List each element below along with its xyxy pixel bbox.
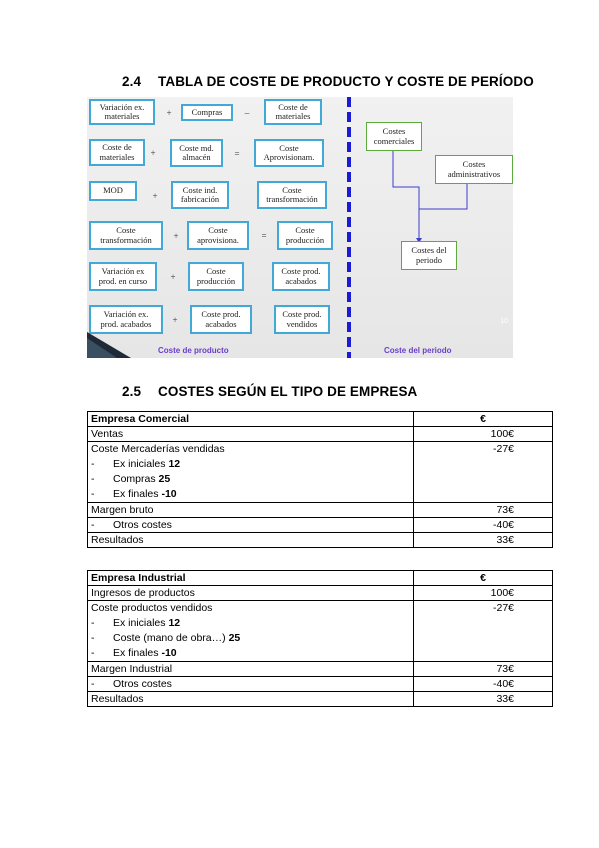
table-row: Resultados 33€ (87, 691, 553, 707)
coste-label: Coste productos vendidos (91, 602, 213, 614)
operator-plus: + (173, 231, 179, 241)
row-value: -40€ (413, 517, 553, 533)
list-item: -Ex iniciales 12 (91, 458, 181, 470)
header-cell: Empresa Industrial (87, 570, 414, 586)
table-row: Margen Industrial 73€ (87, 661, 553, 677)
box-coste-aprovisionamiento: Coste Aprovisionam. (254, 139, 324, 167)
operator-plus: + (150, 148, 156, 158)
connector-lines (392, 151, 468, 243)
table-row: Margen bruto 73€ (87, 502, 553, 518)
row-label: Ventas (87, 426, 414, 442)
row-value: 33€ (413, 532, 553, 548)
box-costes-comerciales: Costes comerciales (366, 122, 422, 151)
row-value: -40€ (413, 676, 553, 692)
list-item: -Ex iniciales 12 (91, 617, 181, 629)
box-coste-almacen: Coste md. almacén (170, 139, 223, 167)
operator-plus: + (152, 191, 158, 201)
caption-coste-producto: Coste de producto (158, 346, 229, 355)
row-value: 100€ (413, 426, 553, 442)
box-coste-prod-acabados: Coste prod. acabados (272, 262, 330, 291)
box-coste-produccion: Coste producción (277, 221, 333, 250)
box-coste-transformacion-2: Coste transformación (89, 221, 163, 250)
section-number: 2.4 (122, 74, 142, 89)
box-variacion-prod-acabados: Variación ex. prod. acabados (89, 305, 163, 334)
table-row: -Otros costes -40€ (87, 517, 553, 533)
list-item: -Coste (mano de obra…) 25 (91, 632, 241, 644)
table-row: Coste Mercaderías vendidas -Ex iniciales… (87, 441, 553, 503)
list-item: -Compras 25 (91, 473, 171, 485)
operator-minus: – (244, 108, 250, 118)
row-label: -Otros costes (87, 676, 414, 692)
table-row: -Otros costes -40€ (87, 676, 553, 692)
row-value: 73€ (413, 502, 553, 518)
box-coste-materiales-2: Coste de materiales (89, 139, 145, 166)
box-mod: MOD (89, 181, 137, 201)
box-costes-periodo: Costes del periodo (401, 241, 457, 270)
row-label: Resultados (87, 691, 414, 707)
table-row: Ventas 100€ (87, 426, 553, 442)
table-empresa-industrial: Empresa Industrial € Ingresos de product… (87, 570, 553, 707)
operator-plus: + (172, 315, 178, 325)
row-value: 100€ (413, 585, 553, 601)
header-currency: € (413, 411, 553, 427)
section-title: COSTES SEGÚN EL TIPO DE EMPRESA (158, 384, 418, 399)
row-value: 73€ (413, 661, 553, 677)
box-compras: Compras (181, 104, 233, 121)
row-label-group: Coste productos vendidos -Ex iniciales 1… (87, 600, 414, 662)
box-coste-transformacion: Coste transformación (257, 181, 327, 209)
operator-plus: + (170, 272, 176, 282)
section-2-4-heading: 2.4 TABLA DE COSTE DE PRODUCTO Y COSTE DE… (122, 74, 534, 89)
section-2-5-heading: 2.5 COSTES SEGÚN EL TIPO DE EMPRESA (122, 384, 417, 399)
table-empresa-comercial: Empresa Comercial € Ventas 100€ Coste Me… (87, 411, 553, 548)
row-value: -27€ (413, 600, 553, 662)
coste-label: Coste Mercaderías vendidas (91, 443, 225, 455)
box-coste-ind-fabricacion: Coste ind. fabricación (171, 181, 229, 209)
row-value: 33€ (413, 691, 553, 707)
operator-minus: = (261, 231, 267, 241)
row-label-group: Coste Mercaderías vendidas -Ex iniciales… (87, 441, 414, 503)
cost-slide: Variación ex. materiales + Compras – Cos… (87, 97, 513, 358)
list-item: -Ex finales -10 (91, 488, 177, 500)
section-title: TABLA DE COSTE DE PRODUCTO Y COSTE DE PE… (158, 74, 534, 89)
list-item: -Ex finales -10 (91, 647, 177, 659)
slide-number: 10 (500, 318, 508, 325)
table-row: Empresa Comercial € (87, 411, 553, 427)
box-coste-materiales: Coste de materiales (264, 99, 322, 125)
box-variacion-materiales: Variación ex. materiales (89, 99, 155, 125)
corner-decoration (87, 332, 131, 358)
header-currency: € (413, 570, 553, 586)
box-coste-prod-vendidos: Coste prod. vendidos (274, 305, 330, 334)
operator-equals: = (234, 149, 240, 159)
box-costes-administrativos: Costes administrativos (435, 155, 513, 184)
row-label: Ingresos de productos (87, 585, 414, 601)
box-coste-prod-acabados-2: Coste prod. acabados (190, 305, 252, 334)
table-row: Resultados 33€ (87, 532, 553, 548)
row-label: Margen Industrial (87, 661, 414, 677)
table-row: Empresa Industrial € (87, 570, 553, 586)
row-value: -27€ (413, 441, 553, 503)
section-number: 2.5 (122, 384, 142, 399)
table-row: Ingresos de productos 100€ (87, 585, 553, 601)
box-variacion-prod-curso: Variación ex prod. en curso (89, 262, 157, 291)
box-coste-aprovisiona: Coste aprovisiona. (187, 221, 249, 250)
table-row: Coste productos vendidos -Ex iniciales 1… (87, 600, 553, 662)
dashed-divider (347, 97, 351, 358)
row-label: -Otros costes (87, 517, 414, 533)
header-cell: Empresa Comercial (87, 411, 414, 427)
row-label: Margen bruto (87, 502, 414, 518)
box-coste-produccion-2: Coste producción (188, 262, 244, 291)
caption-coste-periodo: Coste del periodo (384, 346, 452, 355)
row-label: Resultados (87, 532, 414, 548)
operator-plus: + (166, 108, 172, 118)
